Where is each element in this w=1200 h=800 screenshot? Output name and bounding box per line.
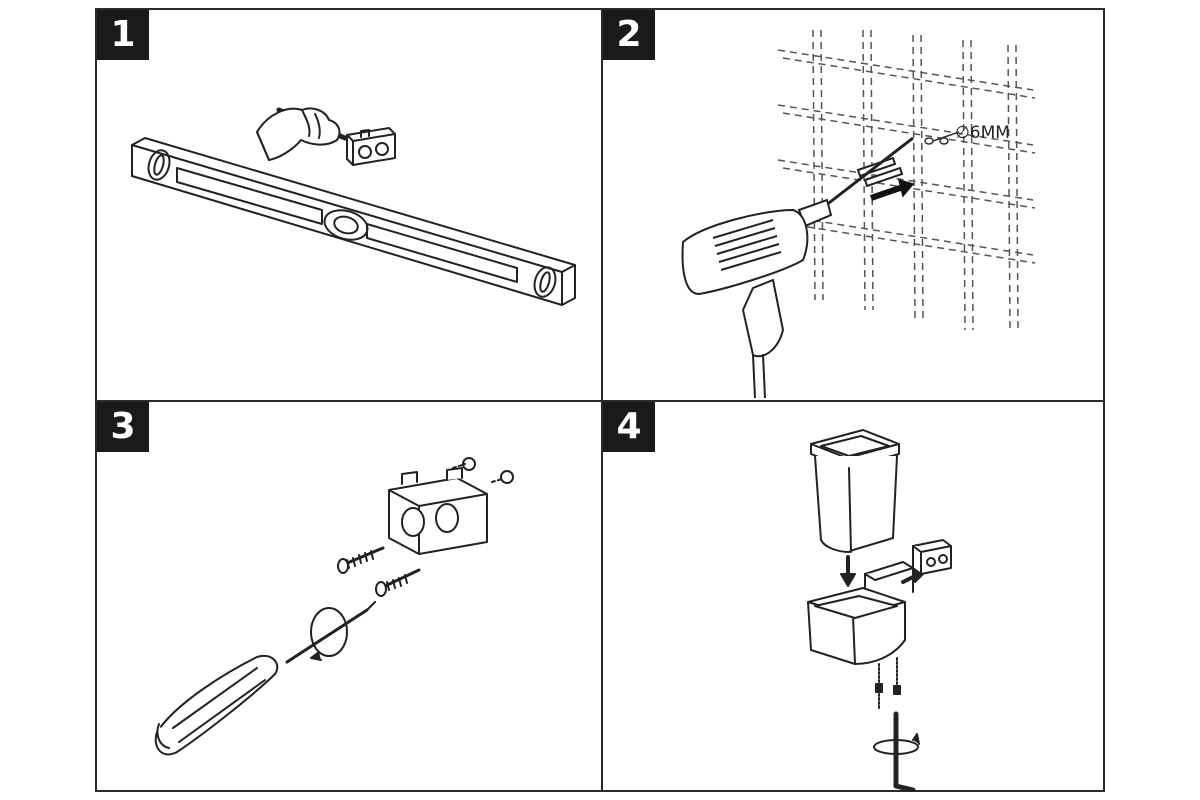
step-3-number: 3	[97, 402, 149, 452]
screw-icon	[337, 546, 385, 574]
screw-fixing-illustration	[154, 457, 514, 756]
bracket-icon	[912, 539, 952, 575]
level-marking-illustration	[131, 107, 576, 306]
power-drill-icon	[681, 136, 914, 399]
allen-key-icon	[893, 711, 916, 792]
step-2-panel: 2	[603, 10, 1107, 400]
step-4-number: 4	[603, 402, 655, 452]
step-4-panel: 4	[603, 402, 1107, 792]
screw-icon	[375, 568, 421, 597]
instruction-grid: 1	[95, 8, 1105, 792]
assembly-illustration	[807, 429, 952, 792]
drill-diameter-label: ∅6MM	[955, 123, 1010, 143]
holder-icon	[807, 561, 914, 665]
rotation-arrow-icon	[310, 607, 348, 661]
step-2-number: 2	[603, 10, 655, 60]
washer-icon	[462, 457, 476, 471]
mounting-bracket-icon	[346, 127, 396, 166]
tile-grid	[777, 29, 1036, 331]
spirit-level-icon	[131, 137, 576, 306]
drilling-illustration: ∅6MM	[681, 29, 1036, 399]
step-1-panel: 1	[97, 10, 601, 400]
step-3-panel: 3	[97, 402, 601, 792]
cup-insert-icon	[810, 429, 900, 553]
hand-pencil-icon	[256, 107, 348, 161]
bracket-icon	[388, 467, 488, 555]
set-screw-icon	[875, 657, 901, 711]
step-1-number: 1	[97, 10, 149, 60]
washer-icon	[500, 470, 514, 484]
screwdriver-icon	[154, 601, 376, 756]
horizontal-divider	[97, 400, 1103, 402]
rotation-arrow-icon	[873, 733, 920, 755]
